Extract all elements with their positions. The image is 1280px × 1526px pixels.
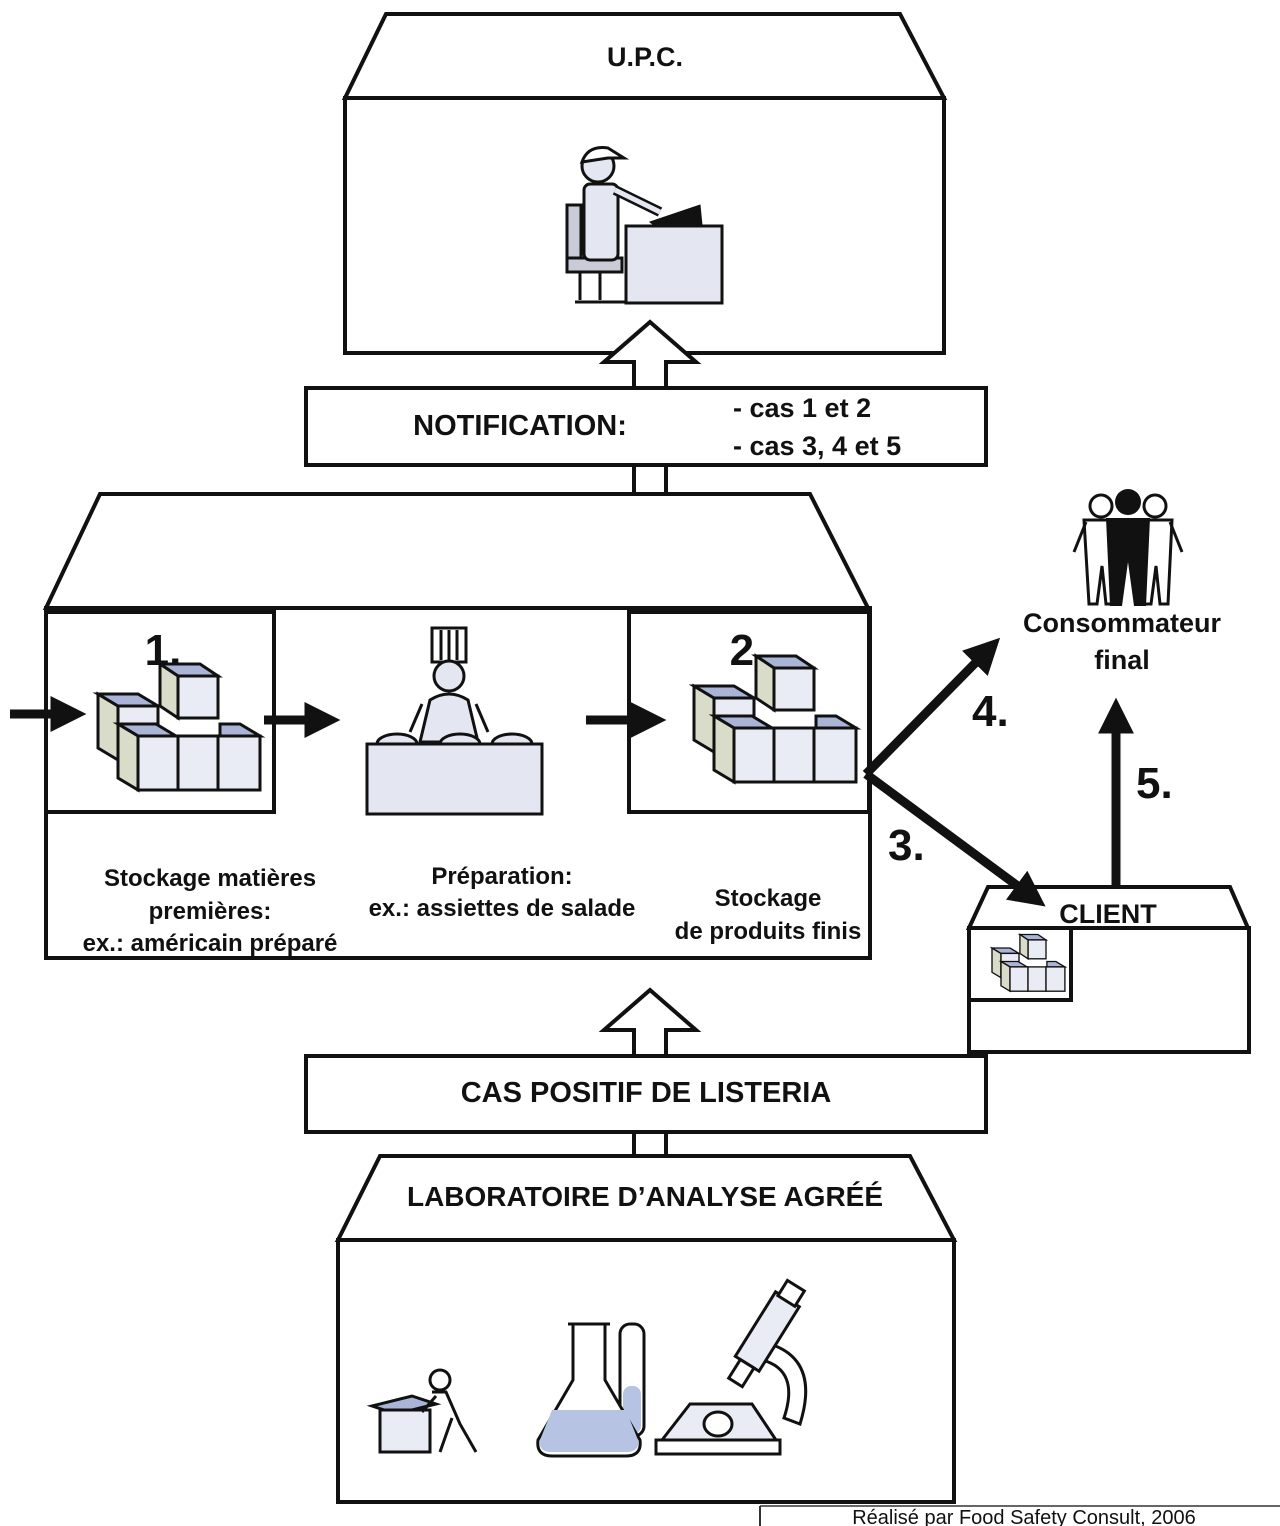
office-worker-icon (565, 146, 724, 305)
chef-icon (365, 626, 544, 816)
preparation-caption-line1: Préparation: (431, 863, 572, 890)
label-case-5: 5. (1136, 759, 1173, 808)
stage-1-caption-line3: ex.: américain préparé (83, 930, 338, 957)
delivery-worker-icon (366, 1368, 478, 1454)
laboratory-building: LABORATOIRE D’ANALYSE AGRÉÉ (334, 1154, 958, 1504)
positive-case-label: CAS POSITIF DE LISTERIA (461, 1077, 832, 1109)
distribution-arrows: 4. 3. 5. (862, 637, 1173, 907)
client-label: CLIENT (1059, 899, 1157, 929)
stage-1-caption-line1: Stockage matières (104, 865, 316, 892)
stage-preparation: Préparation: ex.: assiettes de salade (365, 626, 636, 922)
client-building: CLIENT (965, 885, 1252, 1054)
notification-label: NOTIFICATION: (413, 410, 627, 442)
credit-area: Réalisé par Food Safety Consult, 2006 (759, 1505, 1280, 1526)
laboratory-title: LABORATOIRE D’ANALYSE AGRÉÉ (407, 1181, 883, 1212)
positive-case-box: CAS POSITIF DE LISTERIA (304, 1054, 988, 1134)
label-case-4: 4. (972, 687, 1009, 736)
lab-flasks-icon (536, 1322, 646, 1458)
consumer-group: Consommateur final (1023, 489, 1222, 675)
upc-building: U.P.C. (341, 12, 948, 355)
notification-box: NOTIFICATION: - cas 1 et 2 - cas 3, 4 et… (304, 386, 988, 467)
consumers-icon (1072, 489, 1184, 606)
process-flow-arrows (10, 696, 667, 738)
preparation-caption-line2: ex.: assiettes de salade (369, 895, 636, 922)
notification-line2: - cas 3, 4 et 5 (733, 431, 901, 461)
microscope-icon (654, 1278, 808, 1456)
upc-title: U.P.C. (607, 42, 683, 72)
credit-text: Réalisé par Food Safety Consult, 2006 (852, 1507, 1196, 1526)
stage-2-caption-line2: de produits finis (675, 918, 862, 945)
stage-1-caption-line2: premières: (149, 898, 272, 925)
arrow-case-3 (863, 770, 1046, 907)
consumer-label-line1: Consommateur (1023, 608, 1222, 638)
consumer-label-line2: final (1094, 645, 1150, 675)
notification-line1: - cas 1 et 2 (733, 393, 871, 423)
stage-2-finished-storage: 2. Stockage de produits finis (675, 626, 862, 945)
stage-1-raw-storage: 1. Stockage matières premières: ex.: amé… (83, 626, 338, 957)
label-case-3: 3. (888, 821, 925, 870)
arrow-case-4 (862, 637, 1001, 778)
stage-2-caption-line1: Stockage (715, 885, 822, 912)
